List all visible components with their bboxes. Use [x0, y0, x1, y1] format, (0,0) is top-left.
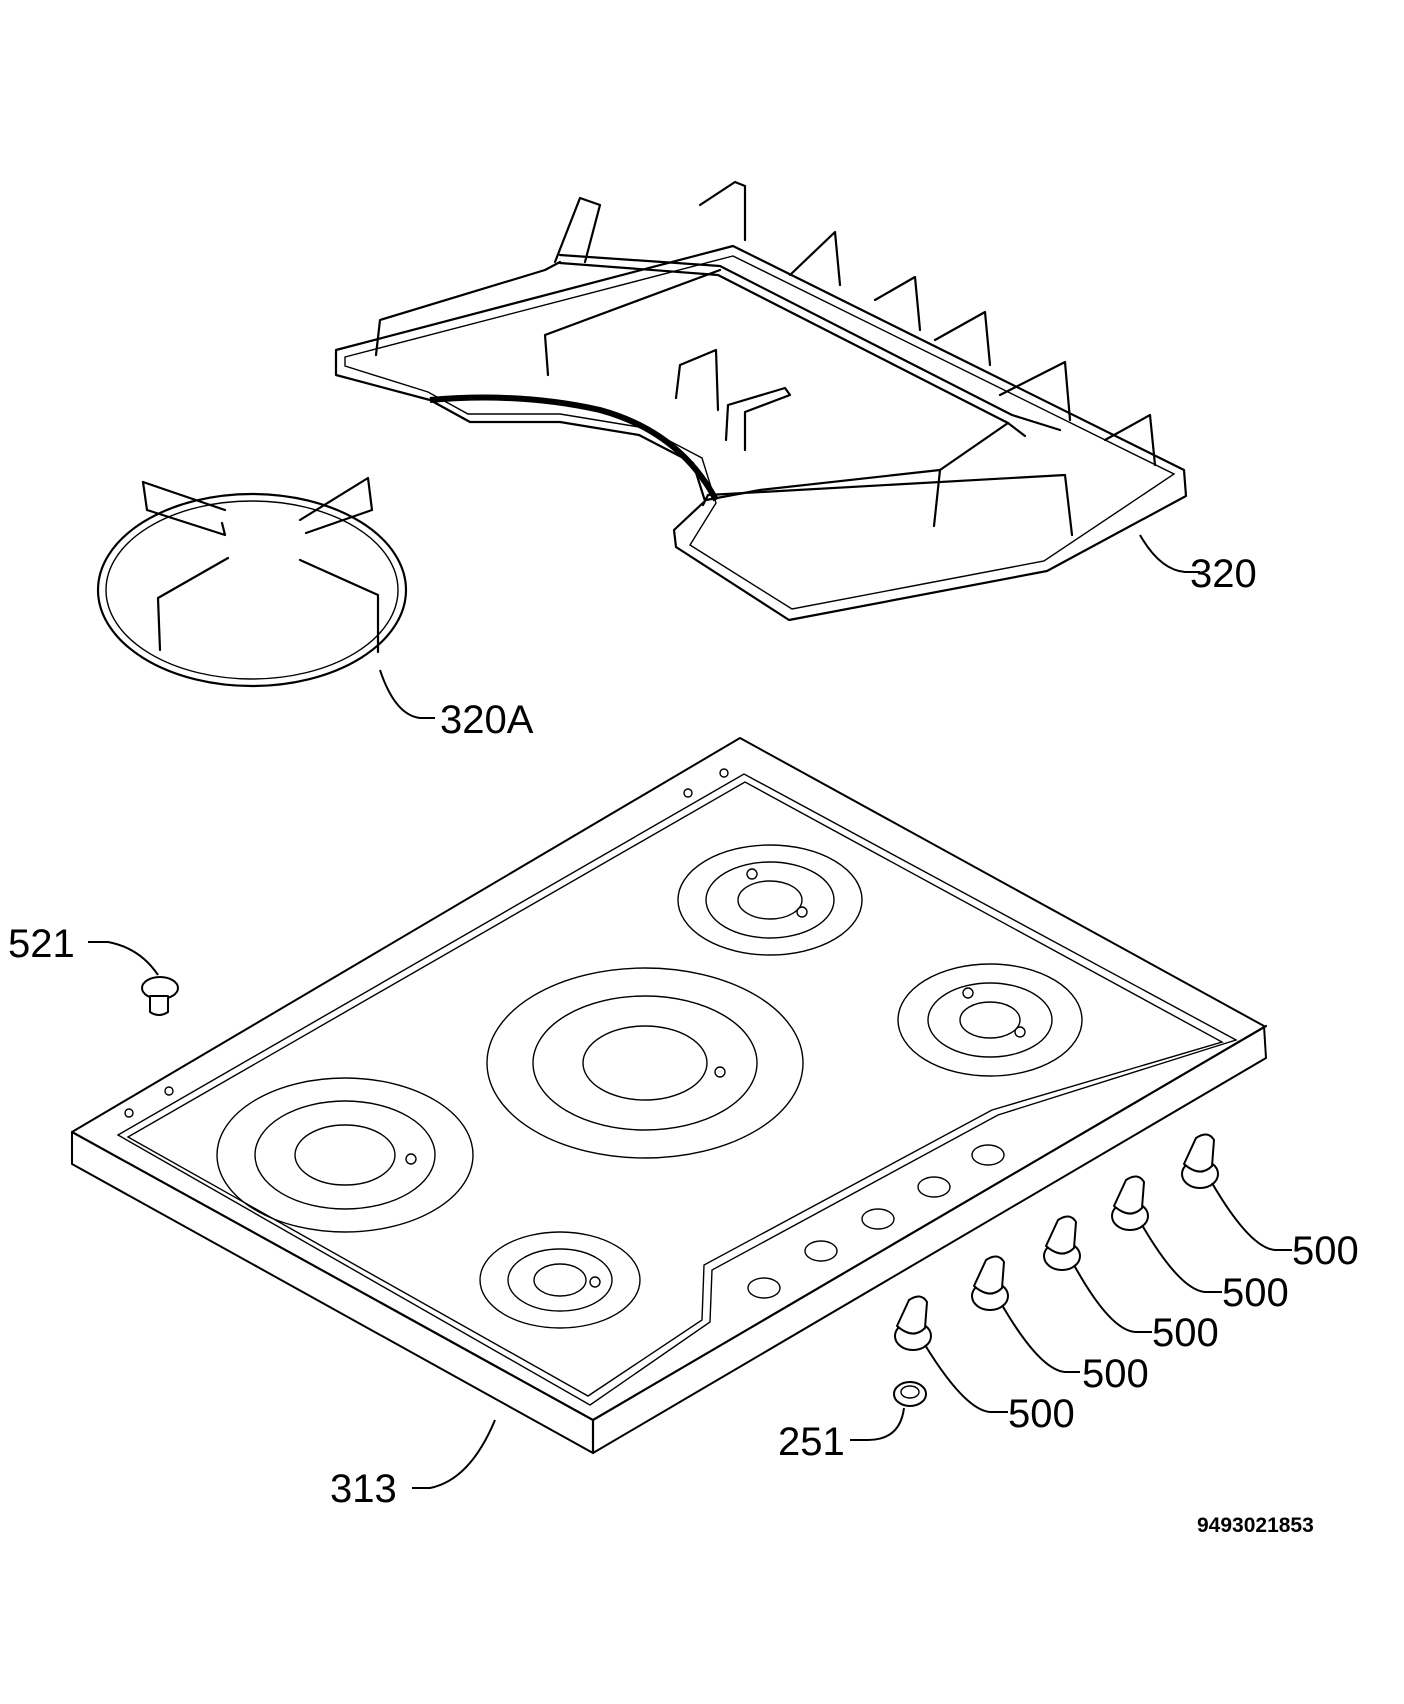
bush-251	[893, 1381, 927, 1407]
label-500-5: 500	[1292, 1229, 1359, 1273]
screw-521	[141, 976, 179, 1016]
burner-centre	[486, 967, 804, 1159]
label-500-3: 500	[1152, 1311, 1219, 1355]
burner-rear	[677, 844, 863, 956]
burner-front-small	[479, 1231, 641, 1329]
knob	[1043, 1215, 1081, 1271]
document-number: 9493021853	[1197, 1514, 1314, 1537]
label-521: 521	[8, 922, 75, 966]
burner-left	[216, 1077, 474, 1233]
label-251: 251	[778, 1420, 845, 1464]
label-320: 320	[1190, 552, 1257, 596]
label-313: 313	[330, 1467, 397, 1511]
knob	[971, 1255, 1009, 1311]
label-500-4: 500	[1222, 1271, 1289, 1315]
knob	[1111, 1175, 1149, 1231]
leader-lines	[88, 534, 1292, 1489]
hob-top-313	[70, 737, 1268, 1455]
knob	[894, 1295, 932, 1351]
burner-right	[897, 963, 1083, 1077]
label-320a: 320A	[440, 698, 534, 742]
knob	[1181, 1133, 1219, 1189]
pan-support-grid-320	[334, 180, 1188, 622]
label-500-2: 500	[1082, 1352, 1149, 1396]
label-500-1: 500	[1008, 1392, 1075, 1436]
wok-ring-320a	[96, 476, 408, 688]
control-knobs-500	[894, 1133, 1219, 1351]
